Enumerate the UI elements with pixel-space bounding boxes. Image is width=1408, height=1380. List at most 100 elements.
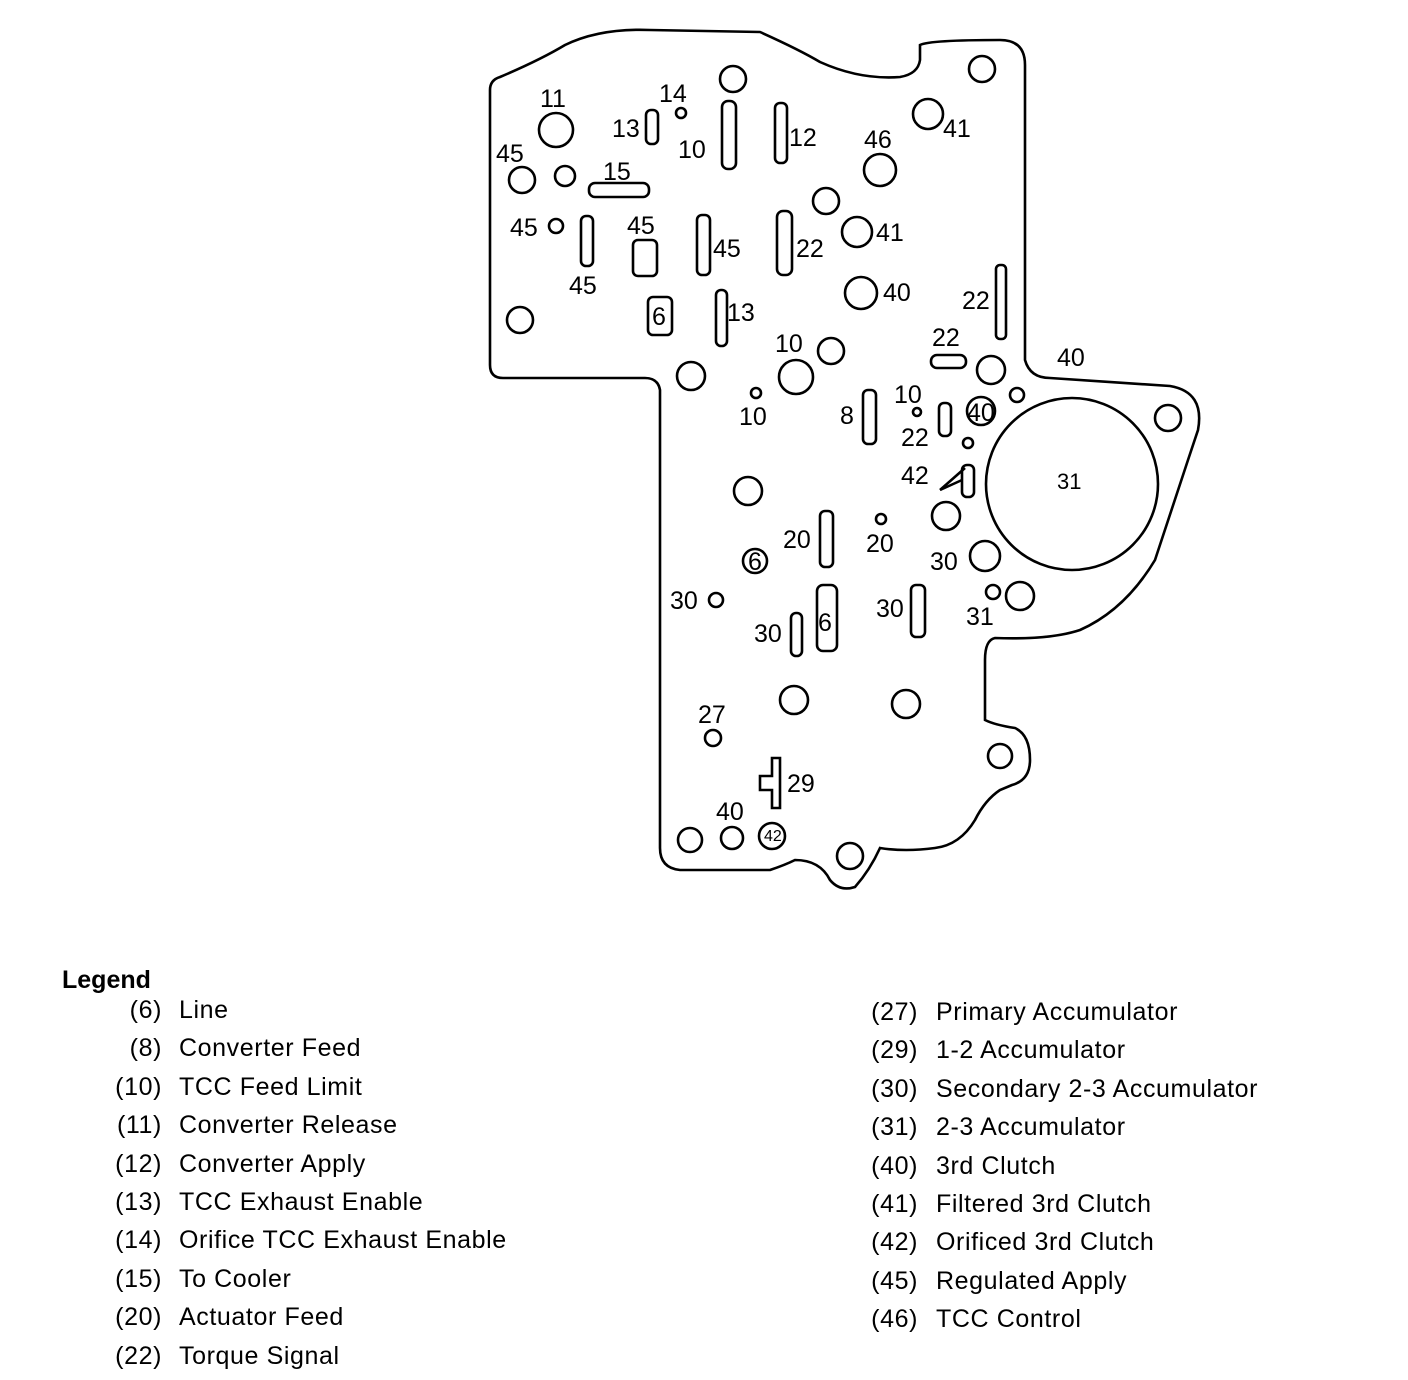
legend-code: (45) [871,1266,918,1295]
legend-item: (30) Secondary 2-3 Accumulator [0,1074,1408,1104]
legend-item: (10) TCC Feed Limit [0,1072,1408,1102]
legend-item: (41) Filtered 3rd Clutch [0,1189,1408,1219]
legend-item: (12) Converter Apply [0,1149,1408,1179]
callout-6: 6 [818,609,832,637]
callout-10: 10 [894,381,922,409]
legend-code: (31) [871,1113,918,1142]
legend-description: Secondary 2-3 Accumulator [936,1074,1259,1103]
legend-code: (13) [115,1188,162,1216]
legend-code: (30) [871,1074,918,1103]
legend-code: (15) [115,1264,162,1293]
callout-41: 41 [876,219,904,247]
circular-ports [505,54,1183,871]
legend-description: Orificed 3rd Clutch [936,1228,1155,1257]
callout-22: 22 [901,424,929,452]
legend-item: (22) Torque Signal [0,1341,1408,1371]
legend-code: (27) [871,998,918,1026]
legend-code: (12) [115,1149,162,1178]
callout-45: 45 [713,235,741,263]
callout-41: 41 [943,115,971,143]
legend-description: Line [179,996,229,1024]
legend-item: (15) To Cooler [0,1264,1408,1294]
legend-description: To Cooler [179,1264,292,1293]
port-callouts: 11 14 13 10 12 46 41 45 15 45 45 45 22 4… [496,80,1085,845]
valve-body-plate-diagram: 11 14 13 10 12 46 41 45 15 45 45 45 22 4… [488,28,1201,890]
callout-30: 30 [754,620,782,648]
callout-6: 6 [748,548,762,576]
callout-45: 45 [569,272,597,300]
callout-11: 11 [540,85,566,113]
legend-description: TCC Feed Limit [179,1072,363,1101]
legend-description: 2-3 Accumulator [936,1113,1126,1142]
callout-13: 13 [727,299,755,327]
callout-22: 22 [962,287,990,315]
legend-description: Actuator Feed [179,1303,344,1332]
legend-description: Primary Accumulator [936,998,1179,1026]
legend-code: (29) [871,1036,918,1065]
legend-code: (8) [129,1034,162,1063]
slot-ports [579,99,1008,810]
callout-31: 31 [966,603,994,631]
legend-code: (46) [871,1305,918,1334]
legend-code: (40) [871,1151,918,1180]
callout-40: 40 [1057,344,1085,372]
callout-30: 30 [930,548,958,576]
callout-6: 6 [652,303,666,331]
callout-14: 14 [659,80,687,108]
legend-item: (42) Orificed 3rd Clutch [0,1227,1408,1257]
plate-outline [488,28,1201,890]
legend-description: Converter Release [179,1111,398,1140]
legend-item: (13) TCC Exhaust Enable [0,1187,1408,1217]
legend-item: (45) Regulated Apply [0,1266,1408,1296]
callout-20: 20 [783,526,811,554]
legend-item: (11) Converter Release [0,1110,1408,1140]
legend-code: (6) [129,996,162,1024]
legend-description: Regulated Apply [936,1266,1128,1295]
callout-22: 22 [932,324,960,352]
callout-20: 20 [866,530,894,558]
legend-code: (22) [115,1341,162,1370]
legend-code: (10) [115,1072,162,1101]
callout-40: 40 [967,399,995,427]
legend-code: (11) [116,1111,162,1140]
legend-description: 3rd Clutch [936,1151,1056,1180]
callout-12: 12 [789,124,817,152]
legend-description: Filtered 3rd Clutch [936,1190,1152,1218]
legend-code: (41) [871,1190,918,1218]
callout-10: 10 [739,403,767,431]
callout-40: 40 [716,798,744,826]
legend-item: (40) 3rd Clutch [0,1151,1408,1181]
callout-15: 15 [603,158,631,186]
callout-40: 40 [883,279,911,307]
callout-22: 22 [796,235,824,263]
legend-code: (42) [871,1228,918,1257]
legend-title: Legend [62,966,151,994]
legend-description: 1-2 Accumulator [936,1036,1126,1065]
legend-code: (20) [115,1303,162,1332]
legend-description: Converter Feed [179,1034,362,1063]
legend-item: (27) Primary Accumulator [0,997,1408,1027]
callout-31: 31 [1057,469,1081,494]
callout-30: 30 [670,587,698,615]
legend-item: (46) TCC Control [0,1304,1408,1334]
callout-10: 10 [775,330,803,358]
callout-45: 45 [496,140,524,168]
callout-46: 46 [864,126,892,154]
legend-description: Torque Signal [179,1341,340,1370]
callout-30: 30 [876,595,904,623]
legend-description: Converter Apply [179,1149,366,1178]
legend-item: (20) Actuator Feed [0,1302,1408,1332]
legend-item: (29) 1-2 Accumulator [0,1035,1408,1065]
callout-29: 29 [787,770,815,798]
legend-code: (14) [115,1226,162,1255]
legend-description: TCC Exhaust Enable [179,1188,424,1216]
accumulator-31-bore [984,396,1160,572]
legend-description: Orifice TCC Exhaust Enable [179,1226,507,1255]
legend-item: (31) 2-3 Accumulator [0,1112,1408,1142]
legend-item: (8) Converter Feed [0,1033,1408,1063]
callout-42: 42 [764,828,782,845]
legend-description: TCC Control [936,1305,1082,1334]
callout-13: 13 [612,115,640,143]
legend-item: (6) Line [0,995,1408,1025]
callout-45: 45 [510,214,538,242]
